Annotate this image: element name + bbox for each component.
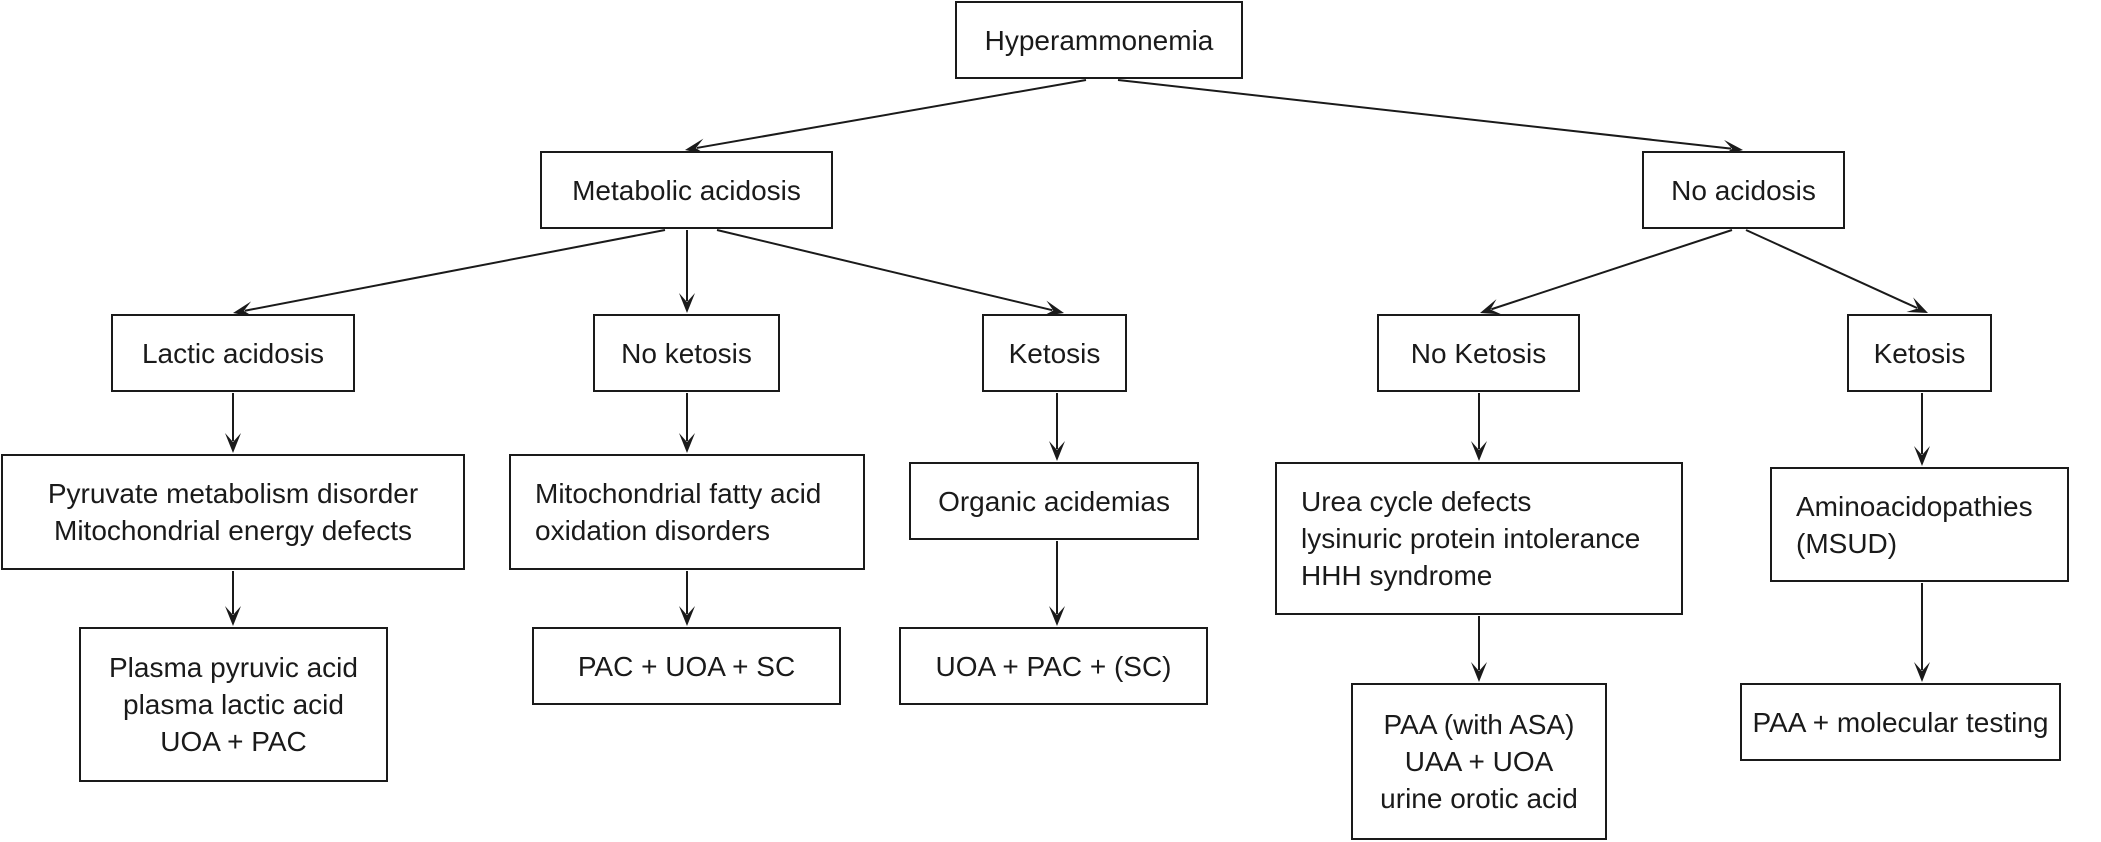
node-label-line: PAC + UOA + SC (577, 650, 796, 682)
node-label-line: oxidation disorders (535, 515, 771, 546)
node-test-pac-uoa-sc: PAC + UOA + SC (532, 627, 841, 705)
node-test-uoa-pac-sc: UOA + PAC + (SC) (899, 627, 1208, 705)
node-no-acidosis: No acidosis (1642, 151, 1845, 229)
edge-lactic-acidosis-to-pyruvate-metabolism (225, 393, 241, 453)
node-lactic-acidosis: Lactic acidosis (111, 314, 355, 392)
node-label-line: (MSUD) (1796, 527, 1898, 559)
node-label-line: PAA + molecular testing (1752, 706, 2049, 738)
edge-no-acidosis-to-no-ketosis-right (1480, 229, 1733, 315)
edge-line (696, 79, 1087, 149)
edge-no-ketosis-left-to-mito-fatty-acid (679, 393, 695, 453)
node-label-line: PAA (with ASA) (1383, 709, 1575, 740)
node-label-line: UOA + PAC + (SC) (935, 650, 1172, 682)
node-hyperammonemia: Hyperammonemia (955, 1, 1243, 79)
edge-mito-fatty-acid-to-test-pac-uoa-sc (679, 571, 695, 626)
node-label-line: Metabolic acidosis (572, 174, 801, 206)
node-mito-fatty-acid: Mitochondrial fatty acid oxidation disord… (509, 454, 865, 570)
node-no-ketosis-left: No ketosis (593, 314, 780, 392)
node-label-line: HHH syndrome (1301, 560, 1493, 591)
arrowhead-icon (679, 293, 695, 313)
arrowhead-icon (233, 301, 255, 318)
node-metabolic-acidosis: Metabolic acidosis (540, 151, 833, 229)
edge-urea-cycle-to-test-paa-asa (1471, 616, 1487, 682)
edge-organic-acidemias-to-test-uoa-pac-sc (1049, 541, 1065, 626)
edge-no-acidosis-to-ketosis-right (1745, 229, 1928, 313)
arrowhead-icon (679, 606, 695, 626)
arrowhead-icon (1042, 300, 1064, 317)
node-label-line: No acidosis (1671, 174, 1816, 206)
arrowhead-icon (685, 138, 707, 155)
node-ketosis-left: Ketosis (982, 314, 1127, 392)
node-label-line: UAA + UOA (1404, 746, 1554, 777)
edge-metabolic-acidosis-to-ketosis-left (716, 229, 1064, 317)
arrowhead-icon (1480, 299, 1502, 315)
node-label-line: No Ketosis (1410, 337, 1547, 369)
arrowhead-icon (1471, 662, 1487, 682)
node-aminoacidopathies: Aminoacidopathies (MSUD) (1770, 467, 2069, 582)
edge-ketosis-left-to-organic-acidemias (1049, 393, 1065, 461)
node-label-line: No ketosis (621, 337, 752, 369)
edge-hyperammonemia-to-no-acidosis (1117, 79, 1743, 156)
edge-line (1491, 229, 1733, 311)
edge-line (1117, 79, 1732, 150)
edge-line (244, 229, 666, 312)
node-urea-cycle: Urea cycle defects lysinuric protein into… (1275, 462, 1683, 615)
node-label-line: Plasma pyruvic acid (109, 652, 358, 683)
node-ketosis-right: Ketosis (1847, 314, 1992, 392)
node-test-paa-asa: PAA (with ASA) UAA + UOA urine orotic acid (1351, 683, 1607, 840)
node-label-line: Aminoacidopathies (1796, 490, 2033, 522)
edge-pyruvate-metabolism-to-test-pyruvate (225, 571, 241, 626)
arrowhead-icon (1914, 662, 1930, 682)
node-no-ketosis-right: No Ketosis (1377, 314, 1580, 392)
node-label-line: Mitochondrial fatty acid (535, 478, 822, 509)
node-test-paa-molecular: PAA + molecular testing (1740, 683, 2061, 761)
arrowhead-icon (1049, 441, 1065, 461)
edge-metabolic-acidosis-to-lactic-acidosis (233, 229, 666, 318)
node-label-line: urine orotic acid (1380, 783, 1578, 814)
edge-ketosis-right-to-aminoacidopathies (1914, 393, 1930, 466)
node-organic-acidemias: Organic acidemias (909, 462, 1199, 540)
arrowhead-icon (1471, 441, 1487, 461)
node-label-line: Ketosis (1008, 337, 1101, 369)
arrowhead-icon (225, 433, 241, 453)
edge-metabolic-acidosis-to-no-ketosis-left (679, 230, 695, 313)
arrowhead-icon (1906, 297, 1928, 313)
node-label-line: UOA + PAC (160, 726, 307, 757)
edge-aminoacidopathies-to-test-paa-molecular (1914, 583, 1930, 682)
edge-line (1745, 229, 1918, 309)
node-label-line: Pyruvate metabolism disorder (47, 478, 419, 509)
arrowhead-icon (225, 606, 241, 626)
node-label-line: Lactic acidosis (141, 337, 325, 369)
node-label-line: Ketosis (1873, 337, 1966, 369)
node-label-line: lysinuric protein intolerance (1301, 523, 1641, 554)
node-label-line: Hyperammonemia (984, 24, 1214, 56)
node-label-line: Organic acidemias (938, 485, 1170, 517)
node-label-line: Urea cycle defects (1301, 486, 1532, 517)
arrowhead-icon (679, 433, 695, 453)
node-label-line: Mitochondrial energy defects (54, 515, 412, 546)
arrowhead-icon (1914, 446, 1930, 466)
arrowhead-icon (1722, 139, 1743, 156)
edge-no-ketosis-right-to-urea-cycle (1471, 393, 1487, 461)
arrowhead-icon (1049, 606, 1065, 626)
node-label-line: plasma lactic acid (123, 689, 344, 720)
edge-hyperammonemia-to-metabolic-acidosis (685, 79, 1087, 155)
edge-line (716, 229, 1053, 312)
